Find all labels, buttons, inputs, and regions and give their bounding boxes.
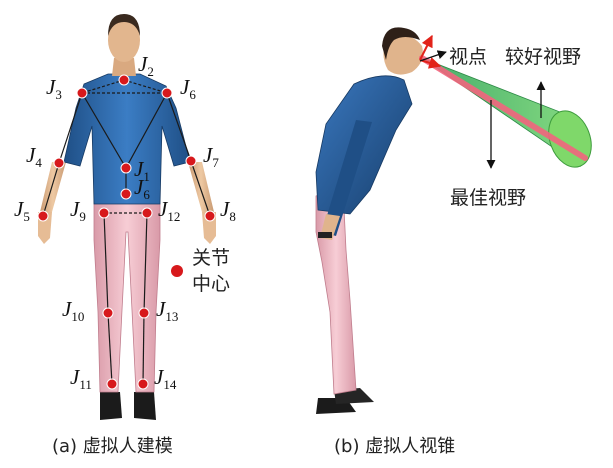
standing-human-model: J1 J2 J3 J4 J5 J6 J6 J7 J8 J9 J10 J11 J1… xyxy=(14,14,236,420)
bent-wristband xyxy=(318,232,332,238)
better-view-label: 较好视野 xyxy=(505,46,581,68)
left-shoe xyxy=(100,392,122,420)
legend-label-line1: 关节 xyxy=(192,247,230,269)
joint-dot-j6 xyxy=(162,88,172,98)
joint-label-j8: J8 xyxy=(220,197,236,224)
joint-label-j10: J10 xyxy=(62,297,84,324)
joint-label-j5: J5 xyxy=(14,197,30,224)
right-forearm xyxy=(188,162,214,212)
joint-dot-j12 xyxy=(142,208,152,218)
joint-dot-j3 xyxy=(77,88,87,98)
joint-dot-j13 xyxy=(139,308,149,318)
joint-label-j13: J13 xyxy=(156,297,178,324)
legend-joint-dot xyxy=(171,265,183,277)
joint-dot-j5 xyxy=(38,211,48,221)
joint-dot-j14 xyxy=(138,379,148,389)
joint-label-j2: J2 xyxy=(138,52,154,79)
joint-dot-j8 xyxy=(205,211,215,221)
joint-dot-j9 xyxy=(99,208,109,218)
joint-dot-j2 xyxy=(119,75,129,85)
joint-label-j3: J3 xyxy=(46,75,62,102)
joint-label-j6: J6 xyxy=(180,75,196,102)
view-cone xyxy=(422,58,599,173)
left-forearm xyxy=(40,162,66,212)
legend-label-line2: 中心 xyxy=(192,273,230,295)
joint-label-j14: J14 xyxy=(154,365,177,392)
caption-right: (b) 虚拟人视锥 xyxy=(334,432,455,458)
joint-dot-j7 xyxy=(186,156,196,166)
joint-dot-j10 xyxy=(103,308,113,318)
cone-best-view-axis xyxy=(422,58,585,158)
joint-label-j12: J12 xyxy=(158,197,180,224)
joint-dot-j11 xyxy=(107,379,117,389)
joint-label-j9: J9 xyxy=(70,197,86,224)
joint-label-j11: J11 xyxy=(70,365,92,392)
caption-left: (a) 虚拟人建模 xyxy=(52,432,173,458)
bent-human-model xyxy=(316,27,423,414)
joint-dot-j1 xyxy=(121,163,131,173)
right-shoe xyxy=(134,392,156,420)
pants xyxy=(94,198,160,392)
best-view-label: 最佳视野 xyxy=(450,187,526,209)
joint-dot-j4 xyxy=(54,158,64,168)
joint-dot-j6b xyxy=(121,189,131,199)
viewpoint-label: 视点 xyxy=(449,46,487,68)
joint-label-j4: J4 xyxy=(26,143,42,170)
joint-label-j7: J7 xyxy=(203,143,219,170)
